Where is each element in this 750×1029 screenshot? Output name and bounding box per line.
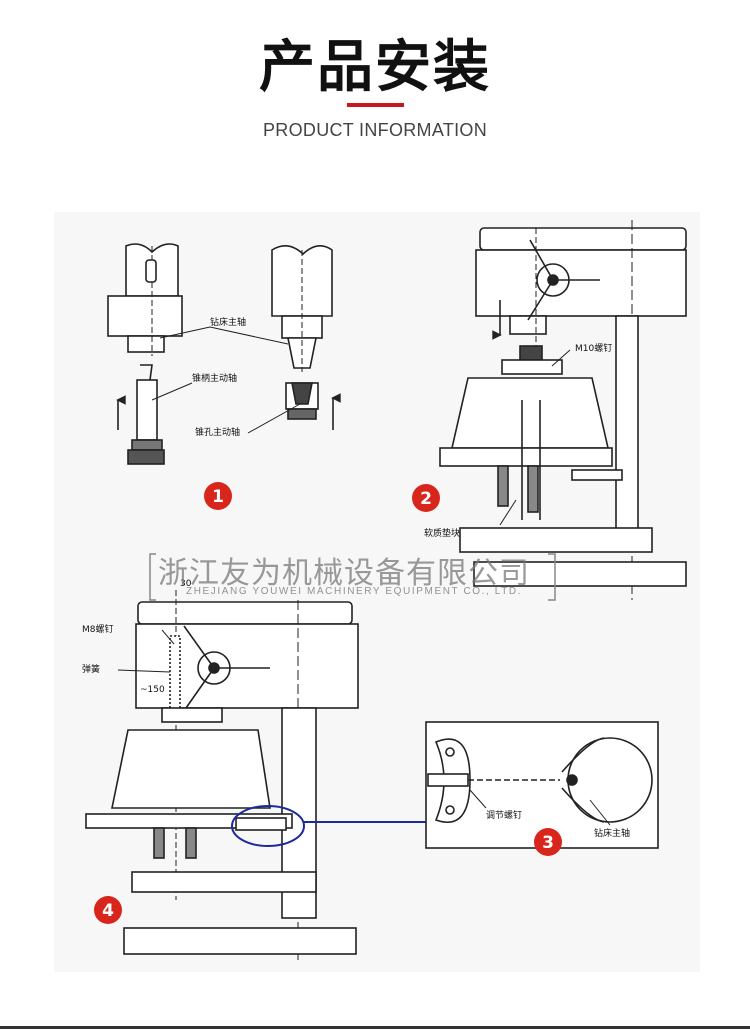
label-spindle-1: 钻床主轴: [210, 316, 246, 328]
spindle-left-collar: [107, 295, 183, 337]
svg-text:2: 2: [420, 489, 432, 509]
drill-base-4: [123, 927, 357, 955]
label-pad: 软质垫块: [424, 527, 460, 539]
step3-group: [425, 721, 659, 849]
label-m8: M8螺钉: [82, 624, 114, 635]
multi-head-base: [439, 447, 613, 467]
drill-head-top: [479, 227, 687, 251]
watermark-frame: [149, 553, 556, 601]
drill-table-4: [131, 871, 317, 893]
watermark-company-en: ZHEJIANG YOUWEI MACHINERY EQUIPMENT CO.,…: [186, 586, 523, 597]
drill-head-top-4: [137, 601, 353, 625]
label-30: 30: [180, 579, 192, 589]
drill-column: [615, 315, 639, 537]
taper-shank-shaft: [136, 379, 158, 441]
step2-adjust-screw: [571, 469, 623, 481]
page-subtitle: PRODUCT INFORMATION: [262, 120, 488, 140]
drill-base: [473, 561, 687, 587]
label-taper-shank: 锥柄主动轴: [192, 372, 237, 384]
bottom-divider: [0, 1026, 750, 1029]
svg-text:3: 3: [542, 833, 554, 853]
watermark-company-cn: 浙江友为机械设备有限公司: [158, 556, 530, 591]
step4-badge: 4: [94, 896, 122, 924]
drill-table: [459, 527, 653, 553]
label-spring: 弹簧: [82, 663, 100, 675]
label-adjust-screw: 调节螺钉: [486, 810, 522, 821]
spring: [169, 635, 181, 717]
step2-badge: 2: [412, 484, 440, 512]
drill-chuck: [509, 315, 547, 335]
label-150: ~150: [140, 685, 165, 695]
label-spindle-3: 钻床主轴: [594, 827, 630, 839]
step1-badge: 1: [204, 482, 232, 510]
step4-adjust-screw: [235, 817, 287, 831]
page-title: 产品安装: [259, 35, 491, 100]
label-taper-hole: 锥孔主动轴: [195, 426, 240, 438]
step2-group: [439, 220, 687, 600]
adapter-plate: [501, 359, 563, 375]
spindle-circle: [567, 737, 653, 823]
adapter-plate-4: [161, 707, 223, 723]
spindle-left-neck: [127, 335, 165, 353]
label-m10: M10螺钉: [575, 343, 612, 354]
svg-text:1: 1: [212, 487, 224, 507]
title-underline: [347, 103, 404, 107]
adjust-screw-detail: [427, 773, 469, 787]
step4-group: [85, 590, 359, 960]
multi-head-housing-4: [111, 729, 271, 809]
drill-head-body: [475, 249, 687, 317]
step1-group: [107, 243, 341, 465]
step3-badge: 3: [534, 828, 562, 856]
multi-head-housing: [450, 377, 610, 449]
svg-text:4: 4: [102, 901, 114, 921]
callout-ellipse: [231, 805, 305, 847]
